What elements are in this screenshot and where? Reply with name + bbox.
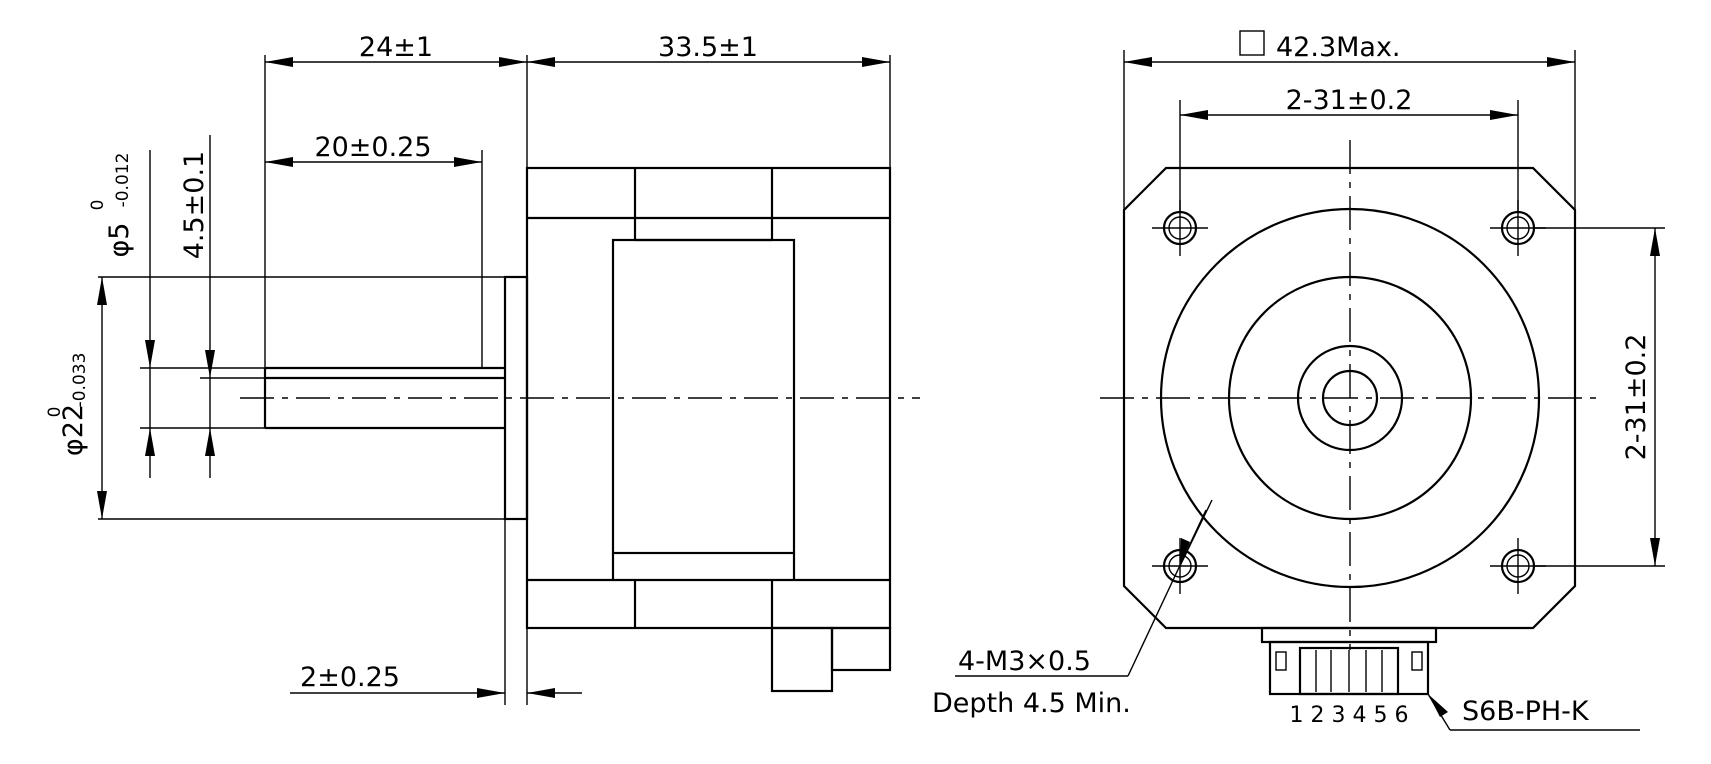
dimension-hole-spacing-vertical: 2-31±0.2: [1621, 228, 1660, 566]
screw-depth-label: Depth 4.5 Min.: [932, 688, 1131, 719]
leader-connector-part: S6B-PH-K: [1427, 693, 1640, 731]
dim-label-boss-diameter: φ22: [58, 404, 89, 456]
bearing-circle: [1296, 344, 1404, 452]
dim-label-hole-spacing-horizontal: 2-31±0.2: [1286, 85, 1413, 116]
connector-part-label: S6B-PH-K: [1462, 696, 1590, 727]
dim-label-body-length: 33.5±1: [658, 32, 758, 63]
side-connector: [770, 626, 892, 693]
connector-pin-numbers: 1 2 3 4 5 6: [1290, 703, 1409, 728]
dimension-boss-diameter: φ22 0 -0.033: [45, 277, 107, 519]
front-body-outline: [1122, 166, 1577, 630]
dimension-shaft-diameter: φ5 0 -0.012: [88, 150, 155, 478]
dim-label-shaft-diameter: φ5: [104, 223, 135, 258]
body-side-panel: [611, 238, 796, 555]
dimension-hole-spacing-horizontal: 2-31±0.2: [1180, 85, 1518, 120]
dim-label-shaft-length: 24±1: [359, 32, 433, 63]
boss-circle: [1227, 275, 1473, 521]
mounting-hole-top-left: [1152, 200, 1208, 256]
square-symbol: [1239, 30, 1265, 56]
dimension-shaft-length: 24±1: [265, 32, 527, 67]
shaft-end-circle: [1321, 369, 1379, 427]
dim-label-body-square: 42.3Max.: [1276, 32, 1401, 63]
dim-tol-shaft-diameter-lower: -0.012: [113, 153, 133, 208]
dim-label-hole-spacing-vertical: 2-31±0.2: [1621, 334, 1652, 461]
dim-label-flat-length: 20±0.25: [314, 132, 431, 163]
front-connector: [1260, 626, 1438, 696]
motor-shaft: [263, 366, 505, 430]
dimension-body-square: 42.3Max.: [1124, 30, 1575, 67]
extension-lines: [98, 55, 891, 705]
leader-screw-spec: 4-M3×0.5 Depth 4.5 Min.: [932, 499, 1213, 719]
front-extension-lines: [1123, 50, 1665, 567]
dim-tol-shaft-diameter-upper: 0: [88, 200, 108, 211]
side-view: 24±1 33.5±1 20±0.25 φ5 0: [45, 32, 920, 705]
dim-tol-boss-diameter-lower: -0.033: [70, 353, 90, 408]
dim-tol-boss-diameter-upper: 0: [45, 407, 65, 418]
dimension-flat-height: 4.5±0.1: [179, 135, 215, 478]
front-view: 42.3Max. 2-31±0.2 2-31±0.2: [932, 30, 1665, 731]
dimension-boss-height: 2±0.25: [290, 662, 582, 698]
dim-label-flat-height: 4.5±0.1: [179, 151, 210, 260]
dimension-body-length: 33.5±1: [527, 32, 890, 67]
screw-spec-label: 4-M3×0.5: [958, 646, 1091, 677]
dim-label-boss-height: 2±0.25: [300, 662, 400, 693]
dimension-flat-length: 20±0.25: [265, 132, 482, 167]
boss-outer-circle: [1159, 207, 1541, 589]
